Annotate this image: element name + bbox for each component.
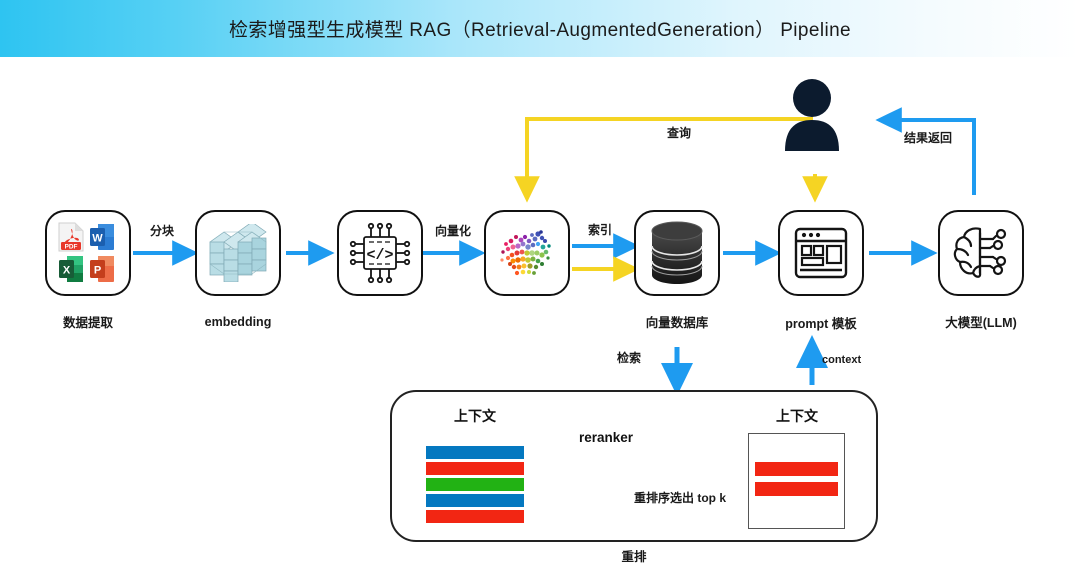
context-bar xyxy=(426,478,524,491)
node-vector-db[interactable] xyxy=(634,210,720,296)
node-llm[interactable] xyxy=(938,210,1024,296)
node-label-prompt-template: prompt 模板 xyxy=(785,317,857,331)
svg-text:PDF: PDF xyxy=(65,244,78,251)
edge-label-context: context xyxy=(822,354,862,366)
pdf-icon: PDF xyxy=(58,222,84,252)
page-title: 检索增强型生成模型 RAG（Retrieval-AugmentedGenerat… xyxy=(228,20,852,41)
context-bar xyxy=(426,446,524,459)
selected-context-bar xyxy=(755,482,838,496)
browser-wireframe-icon xyxy=(794,227,848,279)
left-context-title: 上下文 xyxy=(454,408,496,424)
context-bar xyxy=(426,494,524,507)
cube-icon xyxy=(209,224,267,282)
edge-label-vectorize: 向量化 xyxy=(434,224,471,238)
header-banner: 检索增强型生成模型 RAG（Retrieval-AugmentedGenerat… xyxy=(0,0,1080,57)
svg-text:P: P xyxy=(94,265,101,277)
node-label-vector-db: 向量数据库 xyxy=(645,316,709,330)
node-label-llm: 大模型(LLM) xyxy=(945,316,1017,330)
word-icon: W xyxy=(89,223,115,253)
svg-text:</>: </> xyxy=(366,247,393,264)
left-context-bars xyxy=(426,446,524,526)
svg-text:X: X xyxy=(63,265,71,277)
context-bar xyxy=(426,510,524,523)
selected-context-bar xyxy=(755,462,838,476)
edge-label-indexing: 索引 xyxy=(587,223,612,237)
node-label-data-extraction: 数据提取 xyxy=(62,316,113,330)
rerank-section-label: 重排 xyxy=(621,550,647,564)
edge-label-result-return: 结果返回 xyxy=(903,131,952,145)
cpu-chip-code-icon: </> xyxy=(349,222,411,284)
powerpoint-icon: P xyxy=(89,255,115,285)
node-label-embedding: embedding xyxy=(204,315,272,329)
excel-icon: X xyxy=(58,255,84,285)
node-code-chip[interactable]: </> xyxy=(337,210,423,296)
edge-label-retrieval: 检索 xyxy=(616,351,641,365)
brain-circuit-icon xyxy=(953,227,1007,278)
user-person-icon xyxy=(785,79,839,151)
right-context-box xyxy=(748,433,845,529)
diagram-canvas: PDF W X xyxy=(0,57,1080,583)
context-bar xyxy=(426,462,524,475)
database-icon xyxy=(651,221,703,284)
node-vectors[interactable] xyxy=(484,210,570,296)
node-prompt-template[interactable] xyxy=(778,210,864,296)
documents-icon: PDF W X xyxy=(57,222,119,284)
right-context-title: 上下文 xyxy=(776,408,818,424)
node-data-extraction[interactable]: PDF W X xyxy=(45,210,131,296)
rerank-topk-label: 重排序选出 top k xyxy=(634,491,726,505)
svg-text:W: W xyxy=(92,233,103,245)
node-embedding[interactable] xyxy=(195,210,281,296)
reranker-label: reranker xyxy=(578,430,634,445)
edge-label-chunking: 分块 xyxy=(149,224,174,238)
edge-label-query: 查询 xyxy=(666,126,691,140)
scatter-cluster-icon xyxy=(500,230,551,276)
